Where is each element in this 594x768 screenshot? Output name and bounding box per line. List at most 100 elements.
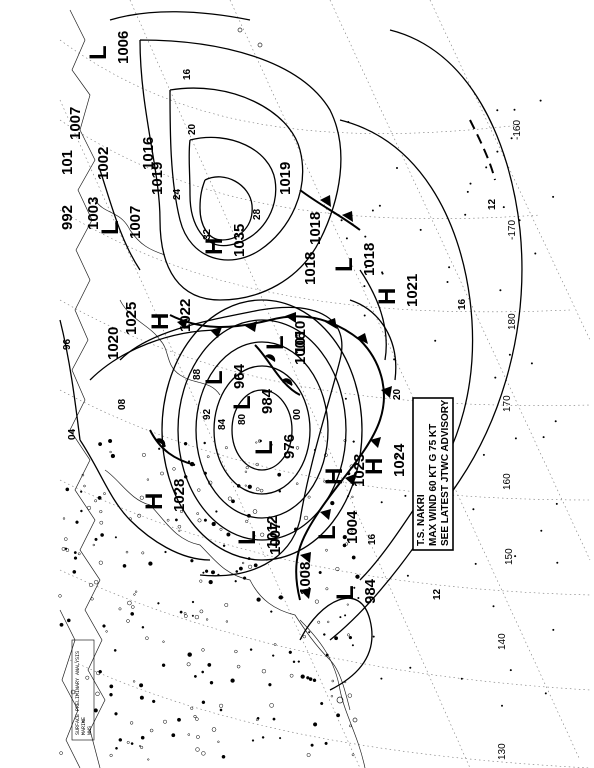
svg-text:28: 28 [252,208,263,220]
station-dot [272,717,276,721]
station-dot [103,492,106,495]
station-dot [313,722,318,727]
station-dot [353,513,356,516]
station-dot [196,735,200,739]
station-dot [252,509,258,514]
station-dot [404,494,407,497]
station-dot [195,747,200,752]
station-dot [225,620,229,623]
svg-text:H: H [141,493,168,510]
station-dot [219,703,224,708]
svg-text:L: L [85,45,112,60]
svg-text:84: 84 [217,418,228,430]
station-dot [162,640,165,643]
station-dot [129,721,134,725]
high-pressure-centers: H 1035 H 1021 H 1024 H 1023 H 1022 H 102… [141,224,421,512]
station-dot [197,488,201,492]
station-dot [344,614,347,617]
svg-text:1003: 1003 [85,197,102,230]
isobars [59,11,523,691]
station-dot [544,692,547,695]
station-dot [351,495,354,499]
station-dot [242,576,247,580]
station-dot [177,524,182,529]
high-center: H 1023 [321,454,368,487]
station-dot [89,583,93,588]
longitude-labels: -160 -170 180 170 160 150 140 130 [497,120,523,760]
station-dot [161,663,166,667]
svg-text:16: 16 [367,533,378,545]
station-dot [146,478,150,481]
station-dot [343,439,347,443]
station-dot [132,680,136,683]
station-dot [502,206,505,209]
station-dot [145,636,149,640]
station-dot [202,571,205,574]
station-dot [347,495,349,498]
station-dot [308,677,313,681]
station-dot [353,477,356,480]
station-dot [227,496,232,501]
station-dot [139,695,144,700]
svg-text:L: L [332,585,359,600]
svg-text:984: 984 [259,388,276,414]
svg-text:L: L [97,220,124,235]
station-dot [148,561,153,566]
station-dot [351,555,356,560]
station-dot [347,471,351,476]
svg-text:1016: 1016 [140,137,157,170]
station-dot [141,551,145,555]
station-dot [270,610,273,613]
station-dot [278,595,284,600]
station-dot [72,570,77,574]
station-dot [80,490,83,493]
svg-text:1024: 1024 [391,443,408,477]
station-dot [279,737,282,740]
storm-advisory-box: T.S. NAKRI MAX WIND 60 KT G 75 KT SEE LA… [412,397,454,551]
station-dot [130,742,134,745]
station-dot [312,678,317,683]
station-dot [70,689,76,695]
station-dot [62,517,66,520]
station-dot [217,573,220,577]
svg-text:MARINE: MARINE [81,717,87,735]
station-dot [201,648,205,652]
station-dot [256,597,261,602]
svg-text:MAX WIND 60 KT G 75 KT: MAX WIND 60 KT G 75 KT [428,424,439,546]
station-dot [249,648,253,651]
station-dot [172,467,176,471]
station-dot [306,676,310,680]
station-dot [540,529,543,532]
station-dot [351,223,354,226]
station-dot [363,285,366,288]
station-dot [141,452,146,457]
station-pressure-labels: 1007 101 1002 1003 1016 1019 992 1018 10… [59,107,324,595]
station-dot [349,464,354,469]
station-dot [98,669,102,674]
station-dot [335,567,340,572]
station-dot [469,182,472,185]
station-dot [325,653,329,657]
station-dot [347,693,352,698]
station-dot [61,547,66,551]
station-dot [199,579,203,583]
high-center: H 1022 [147,299,194,332]
station-dot [203,518,207,522]
station-dot [393,358,396,361]
station-dot [308,631,311,634]
station-dot [113,649,117,652]
station-dot [255,462,259,467]
station-dot [236,484,241,488]
station-observations [58,99,559,761]
svg-text:1019: 1019 [149,162,166,195]
station-dot [244,484,247,487]
station-dot [363,314,366,317]
station-dot [109,753,113,757]
station-dot [534,252,537,255]
station-dot [100,533,104,537]
svg-text:20: 20 [187,123,198,135]
station-dot [552,628,555,631]
station-dot [247,484,252,489]
station-dot [238,566,243,571]
station-dot [73,556,78,560]
